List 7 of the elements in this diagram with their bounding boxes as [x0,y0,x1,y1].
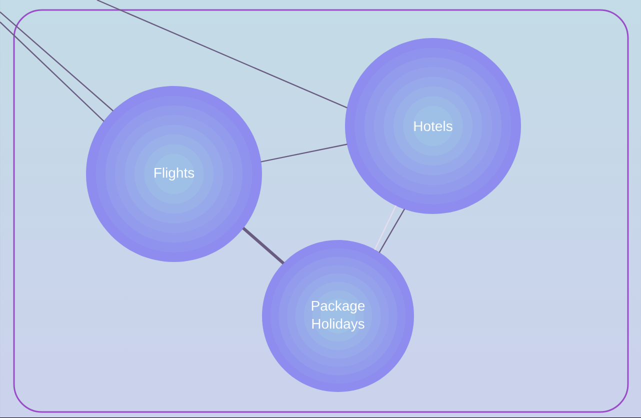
connector-line [378,208,406,253]
connector-line [96,0,348,108]
connector-line [260,144,348,162]
connector-line [242,226,285,265]
connector-line [374,205,396,250]
connector-line [0,12,114,112]
connector-line [0,22,104,122]
